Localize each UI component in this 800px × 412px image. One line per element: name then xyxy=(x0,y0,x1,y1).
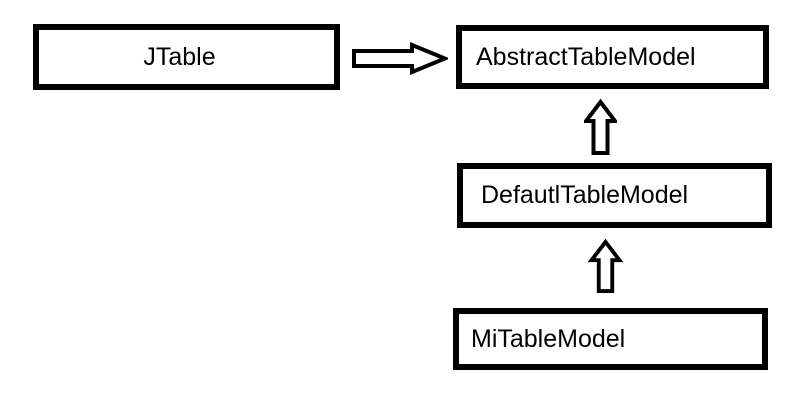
class-label-abstracttablemodel: AbstractTableModel xyxy=(476,42,696,71)
arrow-up-icon xyxy=(588,239,623,293)
arrow-up-icon xyxy=(584,99,617,155)
class-label-defautltablemodel: DefautlTableModel xyxy=(481,181,689,209)
arrow-right-icon xyxy=(352,42,448,75)
class-box-mitablemodel: MiTableModel xyxy=(453,308,768,370)
class-label-jtable: JTable xyxy=(143,42,216,71)
class-box-abstracttablemodel: AbstractTableModel xyxy=(456,25,769,89)
class-box-defautltablemodel: DefautlTableModel xyxy=(457,163,772,228)
class-label-mitablemodel: MiTableModel xyxy=(471,324,626,353)
class-box-jtable: JTable xyxy=(33,24,340,90)
